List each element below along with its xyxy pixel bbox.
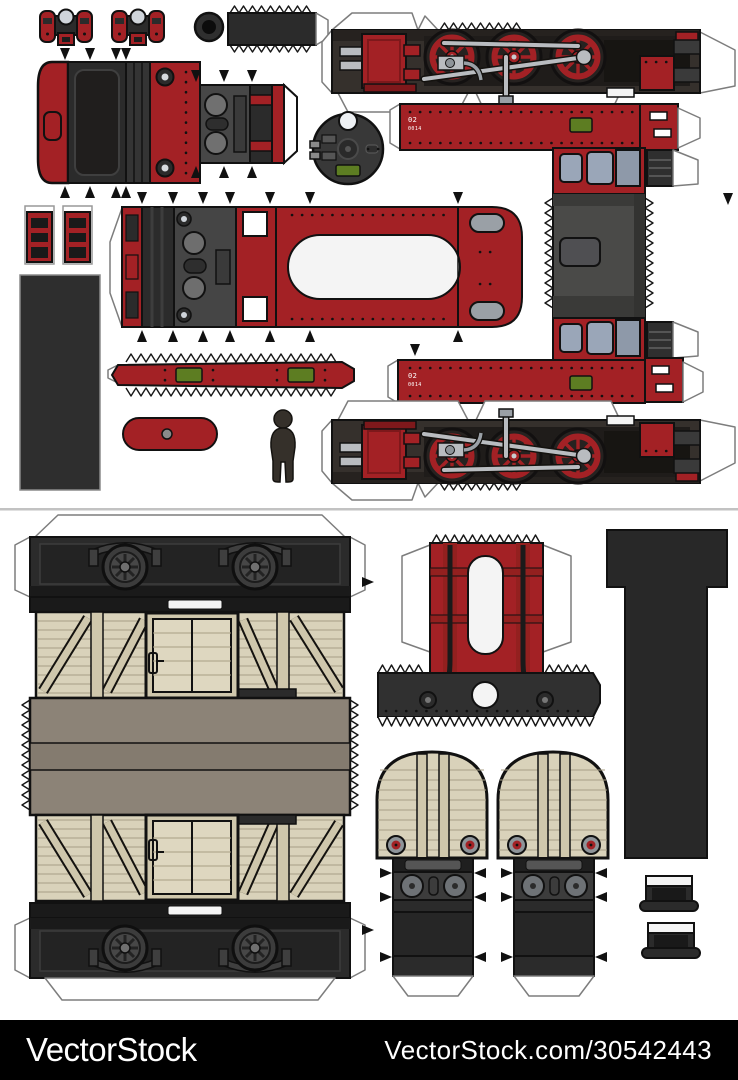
part-step-ladder-b: [62, 205, 93, 265]
vectorstock-logo: VectorStock: [26, 1031, 197, 1068]
glue-arrow: [474, 868, 486, 878]
part-boiler-backhead-disc: [309, 111, 385, 186]
watermark-bar: VectorStock VectorStock.com/30542443: [0, 1020, 738, 1080]
part-cab-wrap: [544, 147, 699, 363]
glue-arrow: [111, 48, 121, 60]
part-running-board-strip: [107, 353, 355, 397]
green-plate: [287, 367, 315, 383]
glue-arrow: [60, 48, 70, 60]
part-wagon-end-b: [496, 750, 610, 998]
part-buffer-beam-b: [641, 922, 701, 959]
glue-arrow: [247, 166, 257, 178]
part-smokebox-wrap: [36, 60, 298, 185]
cab-window: [559, 323, 583, 353]
glue-arrow: [121, 186, 131, 198]
glue-arrow: [501, 868, 513, 878]
vectorstock-url: VectorStock.com/30542443: [384, 1034, 712, 1065]
glue-arrow: [265, 330, 275, 342]
glue-arrow: [723, 193, 733, 205]
glue-arrow: [225, 192, 235, 204]
part-safety-valve-b: [111, 8, 165, 46]
glue-arrow: [501, 952, 513, 962]
glue-arrow: [380, 952, 392, 962]
loco-number-line2: 0014: [408, 382, 422, 388]
glue-arrow: [247, 70, 257, 82]
glue-arrow: [474, 892, 486, 902]
glue-arrow: [191, 166, 201, 178]
loco-number-line2: 0014: [408, 126, 422, 132]
part-roof-capsule: [122, 417, 218, 451]
glue-arrow: [305, 192, 315, 204]
glue-arrow: [168, 330, 178, 342]
part-tee-former: [606, 529, 728, 859]
part-boiler-wrap: [109, 206, 523, 328]
part-buffer-beam-a: [639, 875, 699, 912]
green-plate: [335, 164, 361, 177]
paper-model-illustration: 02 0014: [0, 5, 738, 1001]
glue-arrow: [501, 892, 513, 902]
glue-arrow: [474, 952, 486, 962]
loco-number-line1: 02: [408, 372, 417, 380]
part-boiler-strip-top: 02 0014: [389, 103, 701, 151]
glue-arrow: [137, 330, 147, 342]
locomotive-sheet: 02 0014: [19, 5, 735, 500]
glue-arrow: [85, 48, 95, 60]
green-plate: [569, 117, 593, 133]
part-grommet-ring: [193, 11, 225, 43]
part-safety-valve-a: [39, 8, 93, 46]
glue-arrow: [595, 892, 607, 902]
glue-arrow: [595, 868, 607, 878]
cab-window: [559, 153, 583, 183]
part-chassis-side-top: [322, 13, 735, 112]
part-chassis-side-bottom: [322, 401, 735, 500]
roof-hatch: [559, 237, 601, 267]
glue-arrow: [595, 952, 607, 962]
glue-arrow: [111, 186, 121, 198]
glue-arrow: [198, 330, 208, 342]
part-wagon-end-a: [375, 750, 489, 998]
cab-window: [586, 321, 614, 355]
glue-arrow: [305, 330, 315, 342]
glue-arrow: [362, 577, 374, 587]
glue-arrow: [380, 868, 392, 878]
part-wagon-body-wrap: [15, 514, 365, 1001]
glue-arrow: [453, 330, 463, 342]
loco-number-line1: 02: [408, 116, 417, 124]
glue-arrow: [362, 925, 374, 935]
glue-arrow: [219, 166, 229, 178]
section-divider: [0, 508, 738, 511]
glue-arrow: [453, 192, 463, 204]
glue-arrow: [410, 344, 420, 356]
wagon-sheet: [15, 514, 728, 1001]
glue-arrow: [137, 192, 147, 204]
glue-arrow: [60, 186, 70, 198]
green-plate: [569, 375, 593, 391]
glue-arrow: [121, 48, 131, 60]
glue-arrow: [380, 892, 392, 902]
glue-arrow: [198, 192, 208, 204]
part-boiler-strip-bottom: 02 0014: [387, 357, 704, 404]
part-base-plate: [19, 274, 101, 491]
cab-window: [586, 151, 614, 185]
glue-arrow: [191, 70, 201, 82]
glue-arrow: [225, 330, 235, 342]
glue-arrow: [265, 192, 275, 204]
green-plate: [175, 367, 203, 383]
glue-arrow: [85, 186, 95, 198]
glue-arrow: [168, 192, 178, 204]
part-glue-strip: [227, 5, 329, 53]
part-step-ladder-a: [24, 205, 55, 265]
part-firebox-front-wrap: [377, 534, 601, 727]
glue-arrow-markers: [60, 48, 733, 962]
figure-person-silhouette: [270, 409, 296, 483]
glue-arrow: [219, 70, 229, 82]
